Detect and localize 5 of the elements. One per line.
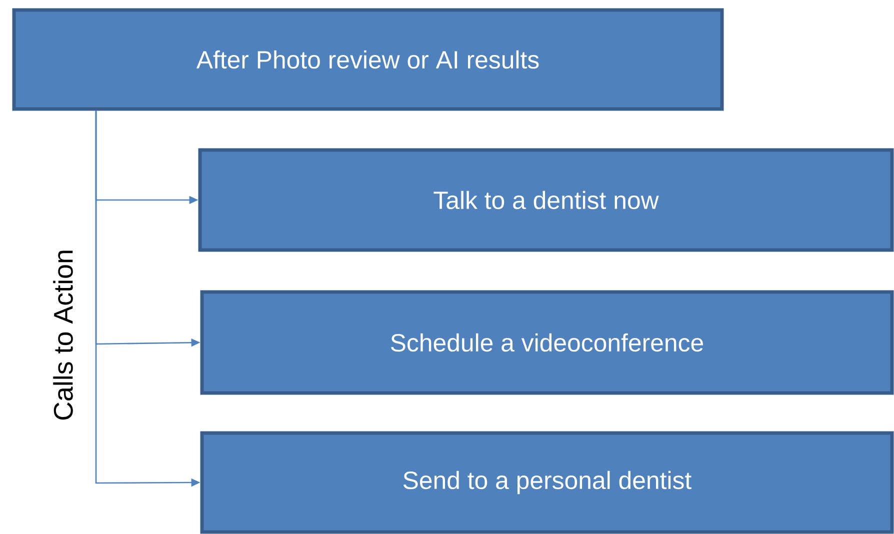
side-label: Calls to Action — [53, 250, 73, 420]
process-box: Schedule a videoconference — [200, 290, 894, 395]
process-box: After Photo review or AI results — [12, 8, 724, 111]
process-box: Talk to a dentist now — [198, 148, 894, 252]
process-box: Send to a personal dentist — [200, 431, 894, 534]
